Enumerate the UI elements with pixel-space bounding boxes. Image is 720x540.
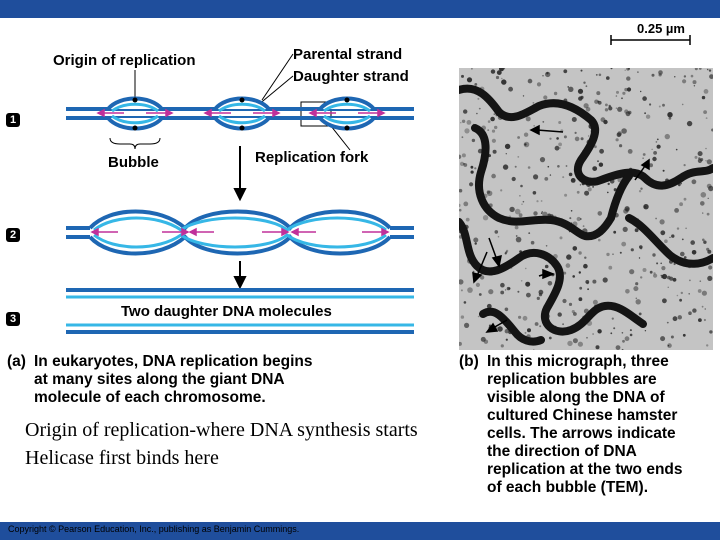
caption-a-line-3: molecule of each chromosome. bbox=[34, 389, 266, 406]
daughter-strand-label: Daughter strand bbox=[293, 68, 409, 85]
overlay-note-origin: Origin of replication-where DNA synthesi… bbox=[25, 419, 418, 441]
caption-b-line-7: replication at the two ends bbox=[487, 461, 683, 478]
caption-b-line-6: the direction of DNA bbox=[487, 443, 637, 460]
scale-bar-label: 0.25 µm bbox=[637, 21, 685, 36]
origin-label: Origin of replication bbox=[53, 52, 196, 69]
parental-strand-label: Parental strand bbox=[293, 46, 403, 63]
step-3-badge: 3 bbox=[6, 312, 20, 326]
overlay-note-helicase: Helicase first binds here bbox=[25, 447, 219, 469]
tem-micrograph bbox=[459, 68, 713, 350]
caption-a-tag: (a) bbox=[7, 353, 26, 370]
caption-b-line-5: cells. The arrows indicate bbox=[487, 425, 676, 442]
caption-a-line-1: In eukaryotes, DNA replication begins bbox=[34, 353, 313, 370]
caption-b-line-1: In this micrograph, three bbox=[487, 353, 669, 370]
step-2-badge: 2 bbox=[6, 228, 20, 242]
slide: Origin of replication Parental strand Da… bbox=[0, 18, 720, 534]
daughter-molecules-label: Two daughter DNA molecules bbox=[121, 303, 332, 320]
caption-b-line-8: of each bubble (TEM). bbox=[487, 479, 649, 496]
step3-dna bbox=[66, 288, 414, 334]
step1-dna bbox=[66, 96, 414, 131]
replication-fork-label: Replication fork bbox=[255, 149, 369, 166]
step-1-badge: 1 bbox=[6, 113, 20, 127]
caption-a-line-2: at many sites along the giant DNA bbox=[34, 371, 285, 388]
step2-dna bbox=[66, 209, 414, 256]
bubble-label: Bubble bbox=[108, 154, 159, 171]
replication-diagram bbox=[66, 35, 691, 334]
caption-b-tag: (b) bbox=[459, 353, 479, 370]
caption-b-line-3: visible along the DNA of bbox=[487, 389, 665, 406]
copyright-notice: Copyright © Pearson Education, Inc., pub… bbox=[8, 524, 300, 534]
caption-b-line-4: cultured Chinese hamster bbox=[487, 407, 678, 424]
caption-b-line-2: replication bubbles are bbox=[487, 371, 657, 388]
